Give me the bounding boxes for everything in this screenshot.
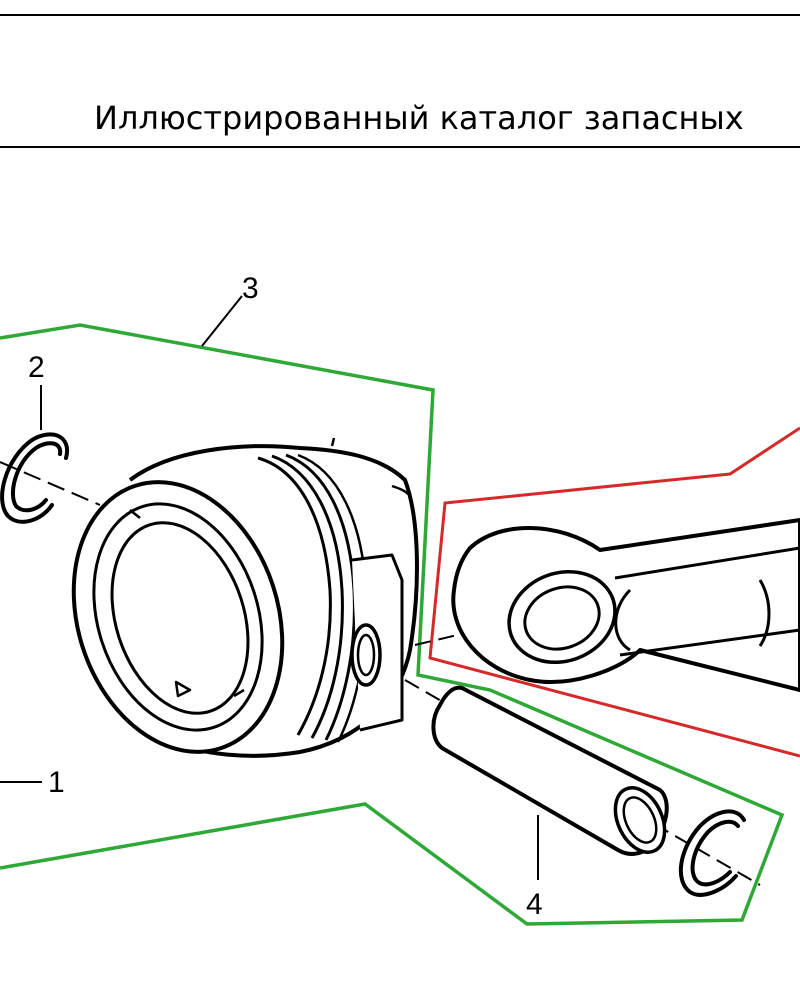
callout-1: 1 xyxy=(48,766,65,799)
right-circlip xyxy=(678,809,746,897)
leader-line-3 xyxy=(201,295,243,347)
piston-centerline xyxy=(0,461,101,506)
connecting-rod xyxy=(451,518,800,692)
callout-4: 4 xyxy=(526,888,543,921)
piston-assembly-boundary xyxy=(0,323,785,926)
page-header-title: Иллюстрированный каталог запасных xyxy=(94,99,744,137)
piston-pin xyxy=(431,685,669,856)
header-divider-line xyxy=(0,146,800,148)
exploded-parts-diagram: 1 2 3 4 xyxy=(0,272,800,926)
top-border-line xyxy=(0,14,800,16)
callout-3: 3 xyxy=(242,272,259,305)
piston xyxy=(71,437,419,758)
connecting-rod-boundary xyxy=(428,426,800,758)
callout-2: 2 xyxy=(28,351,45,384)
left-circlip xyxy=(0,432,70,524)
